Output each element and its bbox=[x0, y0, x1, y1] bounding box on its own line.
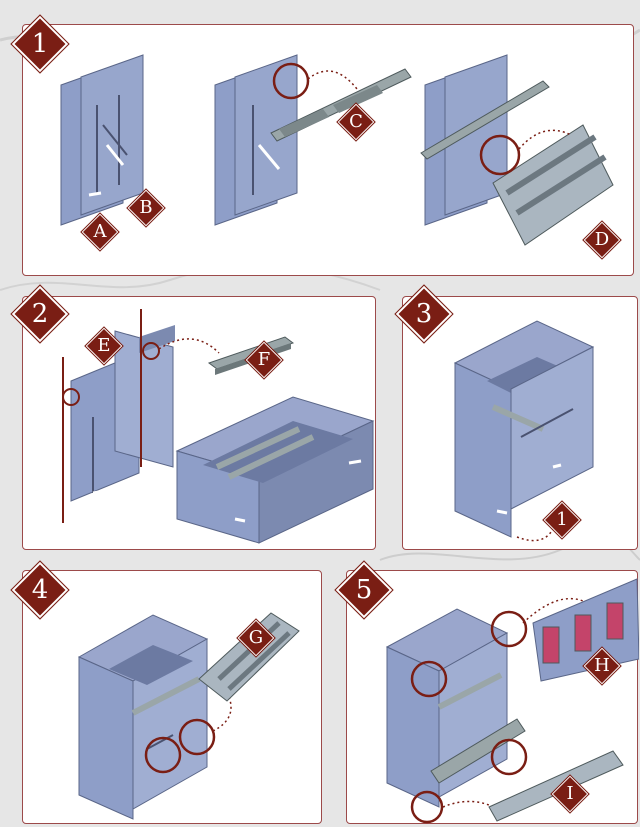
label-1: 1 bbox=[543, 501, 581, 539]
step-4-badge: 4 bbox=[11, 561, 69, 619]
label-h: H bbox=[583, 647, 621, 685]
step-1-panel: 1 A B C D bbox=[22, 24, 634, 276]
step-2-panel: 2 E F bbox=[22, 296, 376, 550]
label-i: I bbox=[551, 775, 589, 813]
label-d: D bbox=[583, 221, 621, 259]
wall-with-slats bbox=[215, 55, 411, 225]
label-f: F bbox=[245, 341, 283, 379]
label-e: E bbox=[85, 327, 123, 365]
tower-body bbox=[79, 615, 231, 819]
label-g: G bbox=[237, 619, 275, 657]
label-c: C bbox=[337, 103, 375, 141]
step-1-badge: 1 bbox=[11, 15, 69, 73]
wall-with-shelf bbox=[421, 55, 613, 245]
step-5-badge: 5 bbox=[335, 561, 393, 619]
step-5-panel: 5 H I bbox=[346, 570, 638, 824]
step-3-panel: 3 1 bbox=[402, 296, 638, 550]
label-b: B bbox=[127, 189, 165, 227]
step-4-panel: 4 G bbox=[22, 570, 322, 824]
step-2-badge: 2 bbox=[11, 285, 69, 343]
step-3-badge: 3 bbox=[395, 285, 453, 343]
label-a: A bbox=[81, 213, 119, 251]
assembled-tower bbox=[177, 397, 373, 543]
